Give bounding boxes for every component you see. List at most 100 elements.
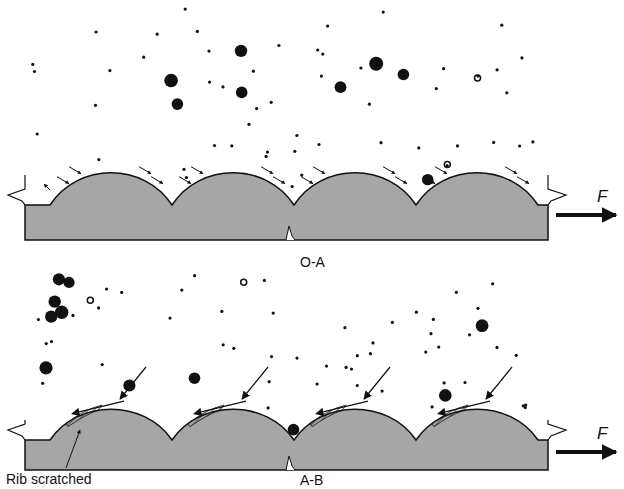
- void-dot: [241, 279, 247, 285]
- aggregate-dot: [270, 101, 273, 104]
- ribbed-bar: [8, 173, 566, 240]
- aggregate-dot: [326, 25, 329, 28]
- aggregate-dot: [94, 104, 97, 107]
- aggregate-dot: [379, 141, 382, 144]
- aggregate-dot: [193, 274, 196, 277]
- aggregate-dot: [417, 146, 420, 149]
- aggregate-dot: [455, 291, 458, 294]
- aggregate-dot: [97, 306, 100, 309]
- aggregate-dot: [184, 8, 187, 11]
- aggregate-dot: [50, 340, 53, 343]
- aggregate-dot: [41, 382, 44, 385]
- aggregate-dot: [221, 85, 224, 88]
- leader-line: [66, 430, 80, 468]
- rib-profile: [25, 409, 548, 470]
- ribbed-bar: [8, 409, 566, 470]
- force-arrows: [44, 167, 616, 468]
- break-line: [548, 420, 566, 440]
- aggregate-dot: [31, 63, 34, 66]
- slide-arrow: [316, 401, 368, 414]
- shear-arrow: [423, 177, 435, 184]
- shear-arrow: [301, 177, 313, 184]
- aggregate-dot: [325, 365, 328, 368]
- force-label: F: [597, 188, 607, 205]
- aggregate-dot: [345, 366, 348, 369]
- aggregate-dot: [505, 91, 508, 94]
- aggregate-dot: [236, 87, 248, 99]
- aggregate-dot: [172, 98, 184, 110]
- void-dot: [87, 297, 93, 303]
- aggregate-dot: [492, 141, 495, 144]
- void-dot: [444, 162, 450, 168]
- aggregate-dot: [442, 67, 445, 70]
- aggregate-dot: [247, 123, 250, 126]
- aggregate-dot: [213, 144, 216, 147]
- shear-arrow: [517, 177, 529, 184]
- aggregate-dot: [316, 382, 319, 385]
- pressure-arrow: [486, 367, 512, 399]
- aggregate-dot: [371, 341, 374, 344]
- aggregate-dot: [398, 69, 410, 81]
- break-line: [548, 175, 566, 205]
- shear-arrow: [44, 184, 50, 190]
- break-line: [286, 456, 295, 470]
- aggregate-dot: [317, 143, 320, 146]
- aggregate-dot: [381, 390, 384, 393]
- aggregate-dot: [415, 311, 418, 314]
- rib-profile: [25, 173, 548, 240]
- aggregate-dot: [293, 150, 296, 153]
- aggregate-dot: [277, 44, 280, 47]
- aggregate-dot: [185, 176, 188, 179]
- aggregate-dot: [266, 151, 269, 154]
- aggregate-dot: [36, 132, 39, 135]
- aggregate-dot: [432, 318, 435, 321]
- aggregate-dot: [265, 155, 268, 158]
- slide-arrow: [72, 401, 124, 414]
- aggregate-dot: [295, 134, 298, 137]
- aggregate-dot: [456, 144, 459, 147]
- pressure-arrow: [120, 367, 146, 399]
- aggregate-dot: [235, 45, 247, 57]
- aggregate-dot: [320, 75, 323, 78]
- aggregate-dot: [391, 321, 394, 324]
- aggregate-dot: [230, 144, 233, 147]
- aggregate-dot: [368, 103, 371, 106]
- aggregate-dot: [369, 57, 383, 71]
- shear-arrow: [313, 167, 325, 174]
- break-line: [8, 420, 25, 440]
- shear-arrow: [261, 167, 273, 174]
- aggregate-dot: [208, 81, 211, 84]
- shear-arrow: [273, 177, 285, 184]
- aggregate-dot: [120, 291, 123, 294]
- aggregate-dot: [207, 50, 210, 53]
- aggregate-dot: [424, 351, 427, 354]
- aggregate-dot: [446, 164, 449, 167]
- aggregate-dot: [520, 56, 523, 59]
- aggregate-dot: [55, 306, 68, 319]
- aggregate-dot: [463, 381, 466, 384]
- shear-arrow: [395, 177, 407, 184]
- aggregate-dot: [196, 30, 199, 33]
- aggregate-dot: [524, 403, 527, 406]
- aggregate-dot: [300, 174, 303, 177]
- aggregate-dot: [359, 66, 362, 69]
- aggregate-dot: [71, 314, 74, 317]
- aggregate-dot: [495, 346, 498, 349]
- shear-arrow: [505, 167, 517, 174]
- aggregate-dot: [108, 69, 111, 72]
- shear-arrow: [179, 177, 191, 184]
- slide-arrow: [438, 401, 490, 414]
- shear-arrow: [57, 177, 69, 184]
- aggregate-dot: [39, 361, 52, 374]
- aggregate-dot: [37, 318, 40, 321]
- shear-arrow: [435, 167, 447, 174]
- stage-label: A-B: [300, 473, 323, 487]
- aggregate-dot: [356, 384, 359, 387]
- aggregate-dot: [435, 87, 438, 90]
- aggregate-dot: [356, 354, 359, 357]
- shear-arrow: [383, 167, 395, 174]
- void-dot: [475, 75, 481, 81]
- aggregate-dot: [252, 70, 255, 73]
